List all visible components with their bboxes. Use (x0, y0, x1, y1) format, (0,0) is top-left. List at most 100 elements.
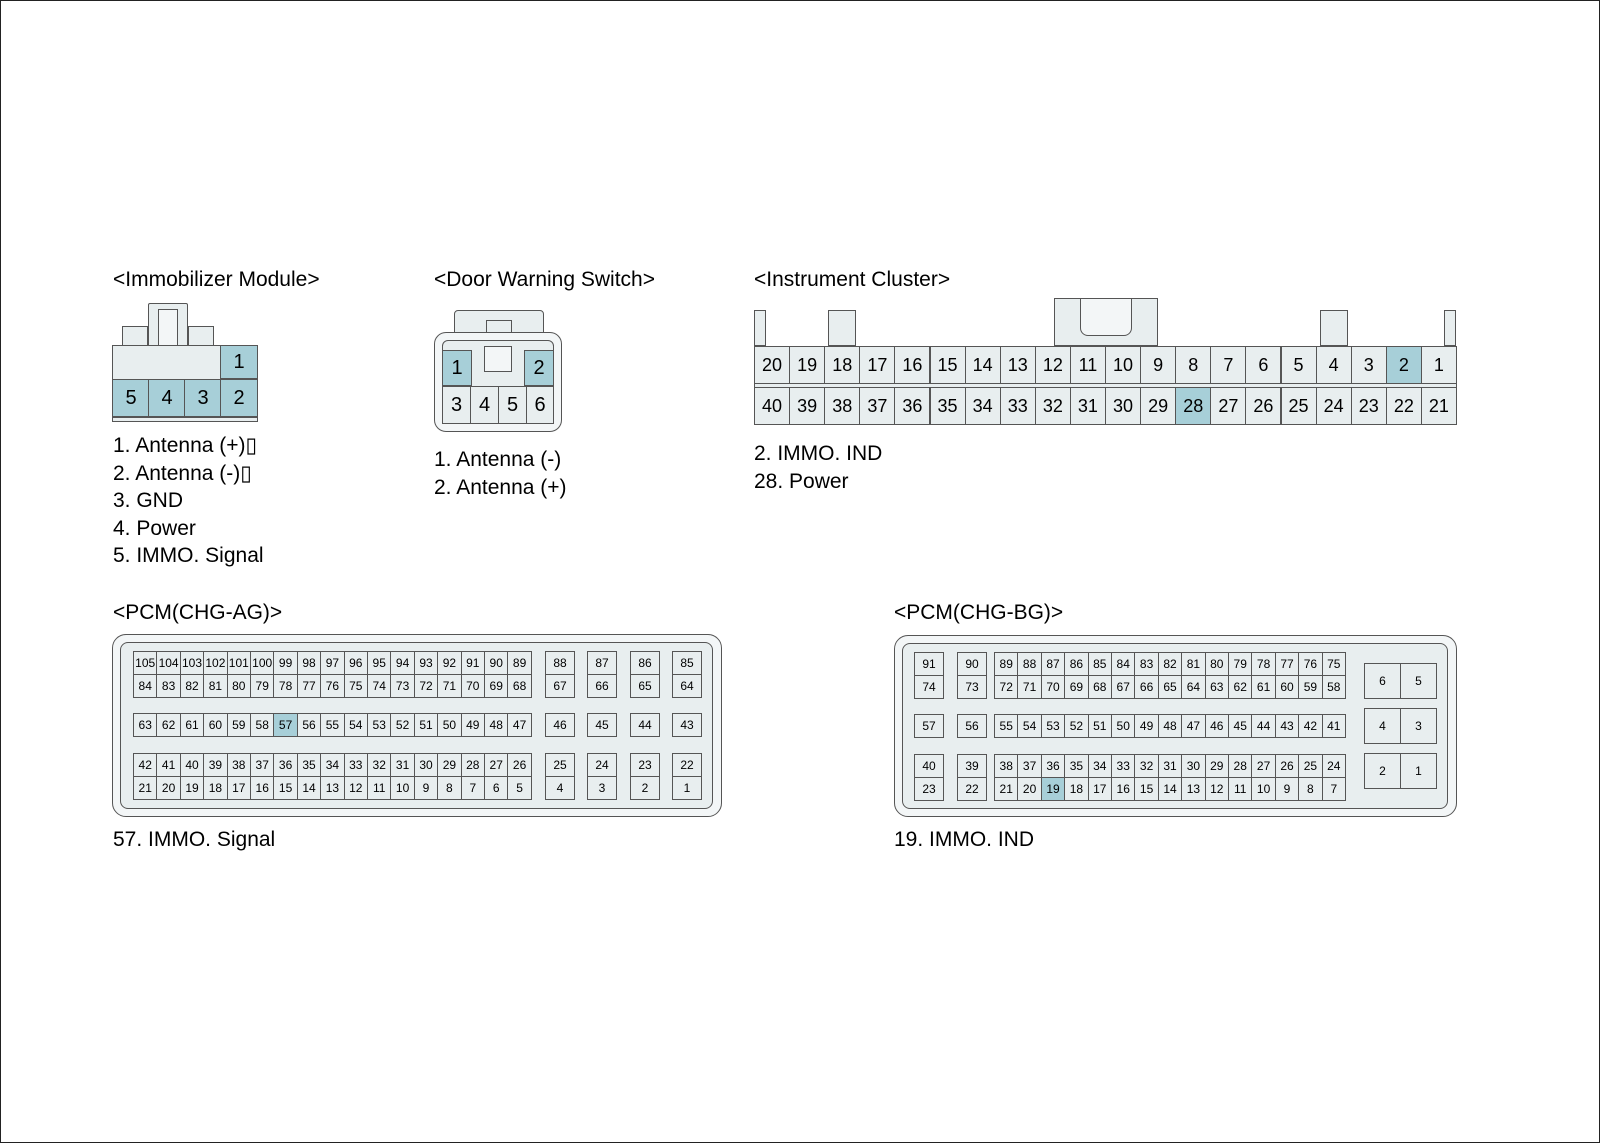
cluster-pin-15: 15 (929, 346, 966, 384)
pcm-ag-pin-36: 36 (273, 753, 298, 777)
pcm-ag-pin-77: 77 (296, 674, 322, 698)
pcm-bg-pin-53: 53 (1040, 714, 1066, 738)
pcm-ag-pin-32: 32 (367, 753, 392, 777)
door-switch-legend-line: 2. Antenna (+) (434, 475, 567, 499)
pcm-bg-pin-4: 4 (1364, 708, 1401, 744)
cluster-pin-33: 33 (999, 387, 1036, 425)
pcm-ag-pin-27: 27 (484, 753, 509, 777)
pcm-ag-pin-92: 92 (437, 651, 462, 675)
pcm-ag-pin-88: 88 (545, 651, 575, 675)
door-switch-pin-4: 4 (470, 386, 499, 424)
immobilizer-pin-1: 1 (220, 345, 258, 379)
pcm-bg-pin-60: 60 (1274, 675, 1300, 699)
pcm-bg-pin-48: 48 (1157, 714, 1183, 738)
cluster-pin-35: 35 (929, 387, 966, 425)
cluster-pin-9: 9 (1140, 346, 1177, 384)
pcm-ag-pin-103: 103 (179, 651, 205, 675)
pcm-ag-pin-14: 14 (296, 776, 322, 800)
cluster-pin-1: 1 (1420, 346, 1457, 384)
pcm-bg-pin-13: 13 (1181, 777, 1206, 801)
pcm-ag-pin-9: 9 (413, 776, 439, 800)
pcm-bg-pin-23: 23 (914, 777, 944, 801)
cluster-pin-12: 12 (1034, 346, 1071, 384)
cluster-pin-36: 36 (894, 387, 931, 425)
pcm-bg-pin-28: 28 (1228, 754, 1253, 778)
pcm-ag-pin-13: 13 (320, 776, 345, 800)
cluster-pin-19: 19 (789, 346, 826, 384)
pcm-ag-pin-3: 3 (587, 776, 617, 800)
pcm-ag-pin-7: 7 (460, 776, 485, 800)
cluster-latch-notch (1080, 298, 1132, 336)
pcm-bg-pin-85: 85 (1087, 652, 1112, 676)
pcm-ag-pin-73: 73 (390, 674, 415, 698)
door-switch-pin-6: 6 (526, 386, 554, 424)
pcm-ag-pin-44: 44 (630, 713, 660, 737)
immobilizer-legend-line: 3. GND (113, 489, 184, 512)
cluster-pin-7: 7 (1210, 346, 1247, 384)
door-switch-legend: 1. Antenna (-) 2. Antenna (+) (434, 446, 567, 501)
cluster-pin-17: 17 (859, 346, 896, 384)
pcm-bg-pin-59: 59 (1298, 675, 1323, 699)
pcm-ag-pin-91: 91 (460, 651, 485, 675)
pcm-ag-pin-102: 102 (203, 651, 228, 675)
pcm-ag-pin-49: 49 (460, 713, 485, 737)
cluster-pin-38: 38 (824, 387, 861, 425)
pcm-bg-pin-58: 58 (1321, 675, 1346, 699)
pcm-ag-pin-8: 8 (437, 776, 462, 800)
pcm-bg-pin-81: 81 (1181, 652, 1206, 676)
door-switch-latch (484, 346, 512, 372)
pcm-bg-pin-84: 84 (1111, 652, 1136, 676)
pcm-bg-pin-64: 64 (1181, 675, 1206, 699)
pcm-ag-pin-5: 5 (507, 776, 532, 800)
pcm-ag-pin-28: 28 (460, 753, 485, 777)
pcm-bg-pin-42: 42 (1298, 714, 1323, 738)
cluster-pin-34: 34 (964, 387, 1001, 425)
pcm-bg-pin-67: 67 (1111, 675, 1136, 699)
pcm-bg-pin-22: 22 (957, 777, 987, 801)
pcm-ag-pin-54: 54 (343, 713, 368, 737)
pcm-bg-pin-68: 68 (1087, 675, 1112, 699)
pcm-bg-pin-26: 26 (1274, 754, 1300, 778)
pcm-ag-pin-19: 19 (179, 776, 205, 800)
door-switch-pin-3: 3 (442, 386, 471, 424)
pcm-bg-pin-77: 77 (1274, 652, 1300, 676)
pcm-bg-pin-30: 30 (1181, 754, 1206, 778)
pcm-ag-pin-16: 16 (250, 776, 275, 800)
pcm-ag-pin-39: 39 (203, 753, 228, 777)
pcm-bg-pin-17: 17 (1087, 777, 1112, 801)
pcm-ag-pin-87: 87 (587, 651, 617, 675)
pcm-ag-pin-81: 81 (203, 674, 228, 698)
pcm-bg-pin-47: 47 (1181, 714, 1206, 738)
pcm-bg-pin-7: 7 (1321, 777, 1346, 801)
pcm-ag-pin-26: 26 (507, 753, 532, 777)
pcm-ag-pin-82: 82 (179, 674, 205, 698)
cluster-pin-28: 28 (1175, 387, 1212, 425)
cluster-pin-4: 4 (1315, 346, 1352, 384)
pcm-bg-pin-54: 54 (1017, 714, 1042, 738)
pcm-ag-pin-93: 93 (413, 651, 439, 675)
pcm-bg-pin-91: 91 (914, 652, 944, 676)
pcm-bg-pin-3: 3 (1400, 708, 1437, 744)
pcm-ag-pin-86: 86 (630, 651, 660, 675)
pcm-ag-pin-70: 70 (460, 674, 485, 698)
pcm-bg-pin-76: 76 (1298, 652, 1323, 676)
pcm-bg-pin-74: 74 (914, 675, 944, 699)
pcm-bg-pin-33: 33 (1111, 754, 1136, 778)
cluster-tab-4 (1320, 310, 1348, 346)
pcm-bg-pin-61: 61 (1251, 675, 1276, 699)
cluster-pin-31: 31 (1069, 387, 1106, 425)
pcm-bg-legend: 19. IMMO. IND (894, 828, 1035, 851)
immobilizer-legend: 1. Antenna (+)▯ 2. Antenna (-)▯ 3. GND 4… (113, 432, 264, 570)
pcm-ag-pin-60: 60 (203, 713, 228, 737)
pcm-bg-pin-21: 21 (994, 777, 1019, 801)
pcm-ag-pin-35: 35 (296, 753, 322, 777)
cluster-pin-13: 13 (999, 346, 1036, 384)
pcm-bg-pin-12: 12 (1204, 777, 1229, 801)
pcm-ag-pin-50: 50 (437, 713, 462, 737)
immobilizer-pin-5: 5 (112, 379, 150, 417)
pcm-bg-pin-80: 80 (1204, 652, 1229, 676)
pcm-ag-pin-34: 34 (320, 753, 345, 777)
pcm-ag-pin-48: 48 (484, 713, 509, 737)
pcm-ag-pin-89: 89 (507, 651, 532, 675)
